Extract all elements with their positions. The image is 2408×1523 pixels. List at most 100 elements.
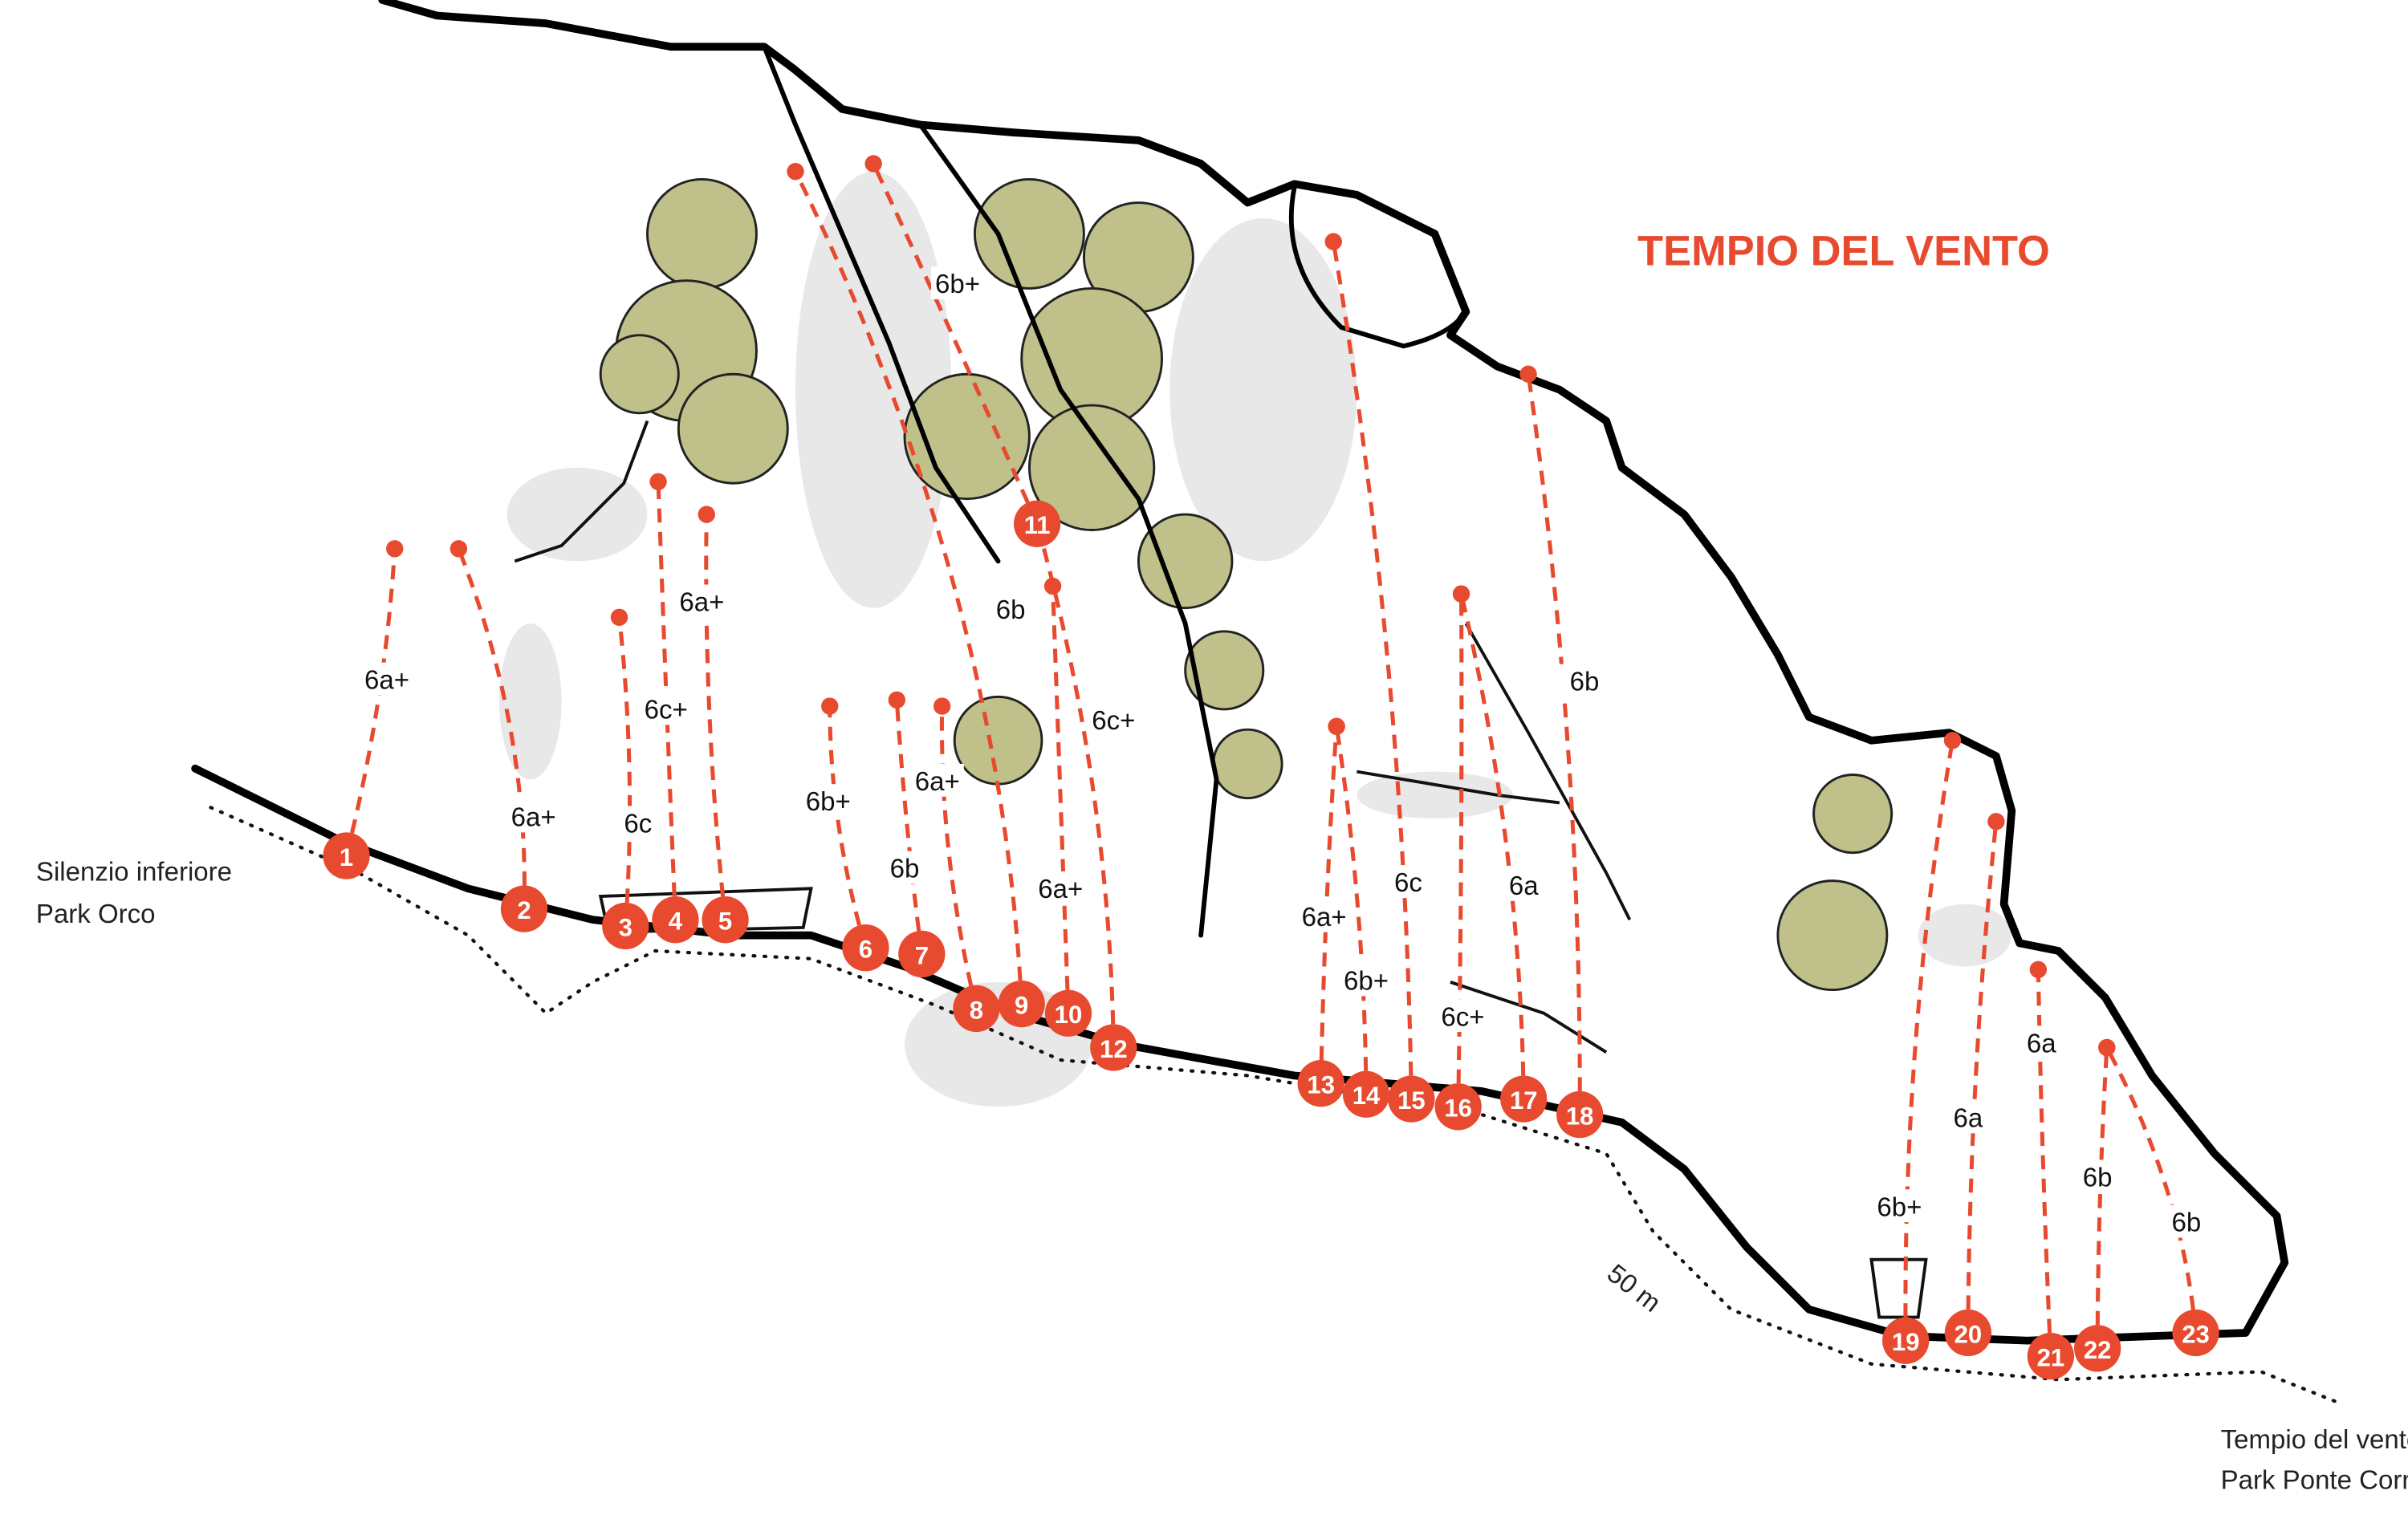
route-line: [704, 514, 728, 920]
grade-label-bg: [877, 851, 932, 884]
badge-circle: [1556, 1090, 1604, 1139]
route-line: [1051, 586, 1071, 1013]
route-line: [1526, 373, 1582, 1115]
route-3[interactable]: 6c: [610, 608, 665, 927]
route-number-badge[interactable]: 15: [1388, 1075, 1435, 1123]
route-16[interactable]: 6c+: [1436, 585, 1490, 1107]
route-21[interactable]: 6a: [2015, 961, 2068, 1357]
route-number-badge[interactable]: 6: [842, 924, 889, 972]
route-number-badge[interactable]: 16: [1434, 1083, 1482, 1131]
grade-label-bg: [801, 784, 855, 817]
grade-label-bg: [1087, 703, 1141, 736]
route-10[interactable]: 6a+: [1034, 577, 1088, 1013]
route-15[interactable]: 6c: [1324, 233, 1435, 1099]
route-anchor-dot: [864, 155, 882, 173]
route-number-badge[interactable]: 9: [998, 980, 1045, 1028]
route-number-badge[interactable]: 18: [1556, 1090, 1604, 1139]
badge-circle: [1297, 1060, 1344, 1107]
route-8[interactable]: 6a+: [910, 697, 978, 1009]
route-17[interactable]: 6a: [1452, 585, 1551, 1099]
route-number-badge[interactable]: 12: [1090, 1024, 1137, 1071]
grade-label-bg: [2015, 1025, 2068, 1059]
route-number: 11: [1024, 511, 1051, 539]
badge-circle: [953, 985, 1000, 1033]
route-7[interactable]: 6b: [877, 691, 932, 955]
route-number: 22: [2084, 1336, 2112, 1364]
route-11[interactable]: 6b+: [864, 155, 1039, 525]
route-number: 3: [619, 913, 633, 941]
route-22[interactable]: 6b: [2071, 1038, 2125, 1349]
route-number-badge[interactable]: 21: [2027, 1332, 2075, 1380]
route-5[interactable]: 6a+: [675, 506, 729, 920]
route-grade: 6c: [624, 808, 652, 838]
route-number: 5: [718, 908, 732, 936]
badge-circle: [1500, 1075, 1548, 1123]
route-4[interactable]: 6c+: [639, 473, 693, 920]
route-number: 21: [2037, 1344, 2065, 1372]
shading: [498, 171, 2012, 1107]
route-grade: 6b+: [935, 269, 980, 299]
route-number: 17: [1510, 1086, 1538, 1115]
route-line: [1319, 726, 1339, 1084]
route-number-badge[interactable]: 1: [323, 832, 370, 879]
route-number-badge[interactable]: 20: [1944, 1309, 1992, 1357]
route-number-badge[interactable]: 8: [953, 985, 1000, 1033]
route-number-badge[interactable]: 13: [1297, 1060, 1344, 1107]
badge-circle: [1090, 1024, 1137, 1071]
route-line: [1459, 593, 1526, 1099]
route-grade: 6a: [2027, 1028, 2056, 1058]
grade-label-bg: [1497, 868, 1551, 901]
route-anchor-dot: [649, 473, 667, 490]
badge-circle: [2074, 1325, 2121, 1372]
route-12[interactable]: 6c+: [1028, 515, 1141, 1048]
route-19[interactable]: 6b+: [1873, 732, 1962, 1341]
route-number-badge[interactable]: 2: [500, 885, 548, 932]
route-9[interactable]: 6b: [787, 163, 1038, 1005]
route-number-badge[interactable]: 19: [1882, 1317, 1930, 1364]
badge-circle: [1434, 1083, 1482, 1131]
route-grade: 6a+: [1302, 902, 1347, 932]
route-line: [2036, 969, 2053, 1357]
route-13[interactable]: 6a+: [1297, 717, 1351, 1084]
grade-label-bg: [506, 799, 560, 833]
route-number-badge[interactable]: 4: [652, 896, 699, 944]
route-2[interactable]: 6a+: [449, 540, 560, 909]
route-number-badge[interactable]: 17: [1500, 1075, 1548, 1123]
grade-label-bg: [1941, 1100, 1995, 1134]
badge-circle: [702, 896, 749, 944]
route-number-badge[interactable]: 23: [2172, 1309, 2219, 1357]
grade-label-bg: [639, 692, 693, 725]
route-number: 18: [1566, 1102, 1594, 1130]
route-anchor-dot: [1519, 365, 1537, 383]
crag-title: TEMPIO DEL VENTO: [1637, 228, 2050, 274]
route-number-badge[interactable]: 11: [1013, 500, 1061, 547]
route-line: [616, 617, 633, 927]
route-20[interactable]: 6a: [1941, 813, 2005, 1334]
badge-circle: [1044, 989, 1092, 1037]
route-anchor-dot: [1987, 813, 2005, 831]
route-line: [2095, 1047, 2109, 1349]
route-number-badge[interactable]: 22: [2074, 1325, 2121, 1372]
route-line: [828, 706, 868, 948]
route-23[interactable]: 6b: [2098, 1038, 2213, 1334]
grade-label-bg: [675, 584, 729, 618]
route-grade: 6c+: [1092, 705, 1135, 735]
grade-label-bg: [1436, 999, 1490, 1033]
grade-label-bg: [1557, 664, 1612, 697]
route-number-badge[interactable]: 14: [1342, 1070, 1390, 1118]
parking-left-line1: Silenzio inferiore: [36, 857, 232, 887]
route-number-badge[interactable]: 7: [898, 930, 946, 978]
route-18[interactable]: 6b: [1519, 365, 1612, 1115]
grade-label-bg: [360, 662, 414, 696]
route-1[interactable]: 6a+: [344, 540, 414, 857]
rock-outline: [191, 0, 2289, 1345]
route-anchor-dot: [610, 608, 628, 626]
route-number: 2: [517, 896, 531, 924]
grade-label-bg: [910, 763, 964, 797]
route-6[interactable]: 6b+: [801, 697, 868, 948]
route-number-badge[interactable]: 3: [602, 902, 649, 950]
route-number-badge[interactable]: 10: [1044, 989, 1092, 1037]
route-14[interactable]: 6b+: [1328, 717, 1393, 1095]
route-number-badge[interactable]: 5: [702, 896, 749, 944]
